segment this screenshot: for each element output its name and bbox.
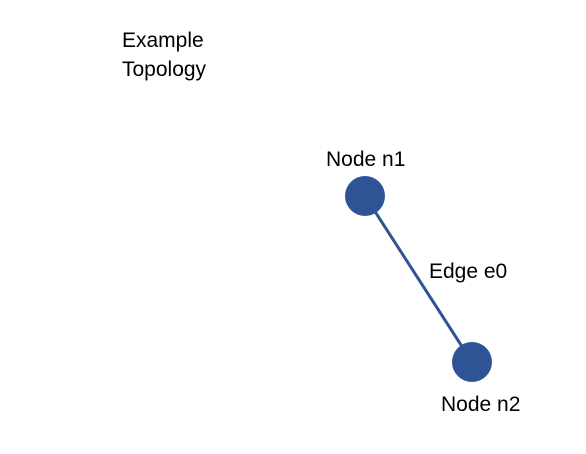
node-n2-label: Node n2 — [441, 393, 520, 416]
node-n1[interactable] — [345, 176, 385, 216]
edge-e0-label: Edge e0 — [429, 260, 507, 283]
title-line-1: Example — [122, 29, 204, 52]
node-n1-label: Node n1 — [326, 148, 405, 171]
edge-e0-line — [363, 195, 474, 363]
node-n2[interactable] — [452, 342, 492, 382]
diagram-title: Example Topology — [122, 26, 206, 84]
title-line-2: Topology — [122, 58, 207, 81]
